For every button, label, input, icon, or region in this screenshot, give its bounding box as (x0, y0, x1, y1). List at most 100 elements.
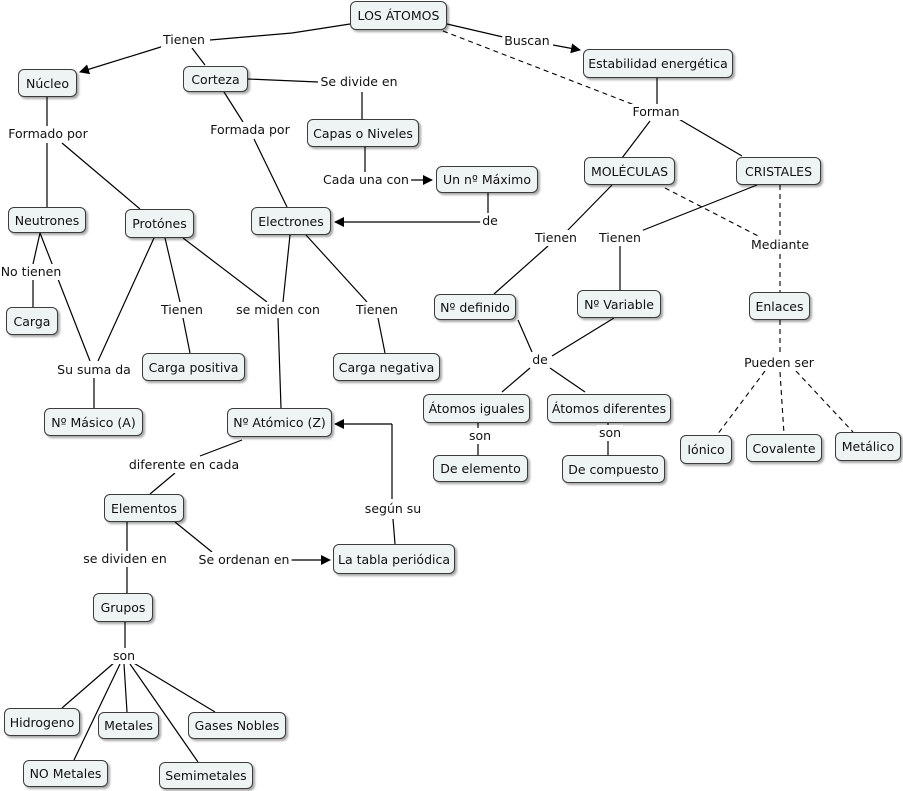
dashed-link-line (664, 187, 763, 239)
link-label-tienen: Tienen (597, 230, 643, 246)
link-line (79, 45, 165, 75)
concept-no-metales[interactable]: NO Metales (23, 760, 108, 787)
concept-tabla-periodica[interactable]: La tabla periódica (333, 544, 455, 574)
link-label-tienen: Tienen (161, 32, 207, 48)
link-line (199, 439, 243, 457)
link-label-su-suma-da: Su suma da (55, 362, 133, 378)
link-line (501, 367, 531, 393)
concept-metales[interactable]: Metales (98, 712, 159, 739)
link-line (97, 237, 155, 362)
link-line (282, 234, 291, 303)
link-label-tienen: Tienen (159, 302, 205, 318)
link-label-de: de (480, 213, 500, 229)
link-line (209, 32, 293, 41)
link-label-diferente-en-cada: diferente en cada (126, 457, 242, 473)
link-line (253, 138, 288, 208)
concept-un-maximo[interactable]: Un nº Máximo (436, 166, 538, 193)
concept-corteza[interactable]: Corteza (183, 66, 248, 92)
concept-atomos[interactable]: LOS ÁTOMOS (350, 1, 447, 30)
link-line (123, 663, 128, 713)
link-line (377, 317, 386, 354)
link-line (149, 472, 176, 495)
concept-carga[interactable]: Carga (6, 307, 58, 335)
link-line (517, 319, 533, 353)
link-label-segun-su: según su (362, 501, 424, 517)
link-line (131, 661, 216, 713)
link-line (182, 317, 191, 354)
link-line (551, 317, 615, 357)
concept-semimetales[interactable]: Semimetales (159, 762, 253, 789)
link-line (392, 518, 396, 545)
link-line (247, 78, 319, 83)
link-line (566, 184, 613, 232)
link-label-mediante: Mediante (748, 237, 812, 253)
concept-atomos-diferentes[interactable]: Átomos diferentes (547, 394, 671, 423)
concept-n-masico[interactable]: Nº Másico (A) (44, 408, 143, 436)
link-label-cada-una-con: Cada una con (321, 172, 411, 188)
concept-covalente[interactable]: Covalente (746, 434, 822, 462)
link-label-buscan: Buscan (502, 33, 552, 49)
link-label-tienen: Tienen (354, 302, 400, 318)
link-line (164, 237, 181, 303)
link-line (39, 232, 91, 362)
link-line (621, 120, 651, 159)
link-label-se-ordenan-en: Se ordenan en (196, 552, 292, 568)
link-line (493, 245, 549, 295)
concept-grupos[interactable]: Grupos (93, 593, 153, 622)
dashed-link-line (442, 30, 638, 107)
link-label-formado-por: Formado por (6, 126, 90, 142)
concept-de-elemento[interactable]: De elemento (433, 455, 528, 482)
concept-elementos[interactable]: Elementos (104, 494, 184, 522)
link-line (223, 91, 244, 123)
concept-neutrones[interactable]: Neutrones (8, 207, 86, 233)
dashed-link-line (716, 370, 766, 436)
concept-capas[interactable]: Capas o Niveles (307, 119, 419, 147)
concept-n-definido[interactable]: Nº definido (434, 294, 516, 320)
link-line (446, 23, 504, 38)
concept-atomos-iguales[interactable]: Átomos iguales (423, 394, 530, 423)
link-label-son: son (110, 648, 138, 664)
link-line (676, 117, 743, 157)
concept-electrones[interactable]: Electrones (251, 207, 331, 235)
concept-cristales[interactable]: CRISTALES (736, 157, 821, 185)
link-line (640, 184, 758, 232)
link-label-se-dividen-en: se dividen en (81, 551, 169, 567)
concept-moleculas[interactable]: MOLÉCULAS (584, 157, 675, 185)
link-line (61, 142, 141, 210)
dashed-link-line (779, 371, 785, 435)
link-line (291, 23, 351, 34)
link-line (182, 237, 268, 303)
concept-estabilidad[interactable]: Estabilidad energética (583, 49, 733, 78)
concept-carga-positiva[interactable]: Carga positiva (142, 353, 245, 381)
link-line (191, 47, 206, 66)
link-label-pueden-ser: Pueden ser (742, 355, 816, 371)
link-label-tienen: Tienen (533, 230, 579, 246)
link-line (129, 663, 199, 763)
link-line (73, 663, 121, 761)
concept-n-variable[interactable]: Nº Variable (577, 290, 661, 318)
concept-gases-nobles[interactable]: Gases Nobles (188, 712, 286, 739)
link-label-de: de (530, 352, 550, 368)
concept-nucleo[interactable]: Núcleo (18, 69, 77, 97)
link-line (174, 521, 213, 553)
link-label-forman: Forman (630, 104, 682, 120)
link-label-son: son (466, 428, 494, 444)
link-line (277, 317, 282, 409)
concept-enlaces[interactable]: Enlaces (749, 292, 810, 320)
concept-de-compuesto[interactable]: De compuesto (562, 455, 665, 483)
concept-ionico[interactable]: Iónico (680, 435, 732, 464)
concept-hidrogeno[interactable]: Hidrogeno (4, 708, 80, 736)
concept-carga-negativa[interactable]: Carga negativa (333, 353, 440, 381)
link-line (61, 661, 116, 709)
concept-metalico[interactable]: Metálico (835, 432, 901, 461)
link-label-son: son (596, 425, 624, 441)
link-line (32, 232, 41, 265)
link-line (552, 43, 581, 54)
link-label-se-divide-en: Se divide en (318, 74, 400, 90)
link-line (305, 234, 368, 303)
concept-n-atomico[interactable]: Nº Atómico (Z) (227, 408, 332, 437)
link-line (549, 367, 586, 393)
link-label-no-tienen: No tienen (0, 264, 64, 280)
concept-protones[interactable]: Protónes (125, 209, 194, 238)
